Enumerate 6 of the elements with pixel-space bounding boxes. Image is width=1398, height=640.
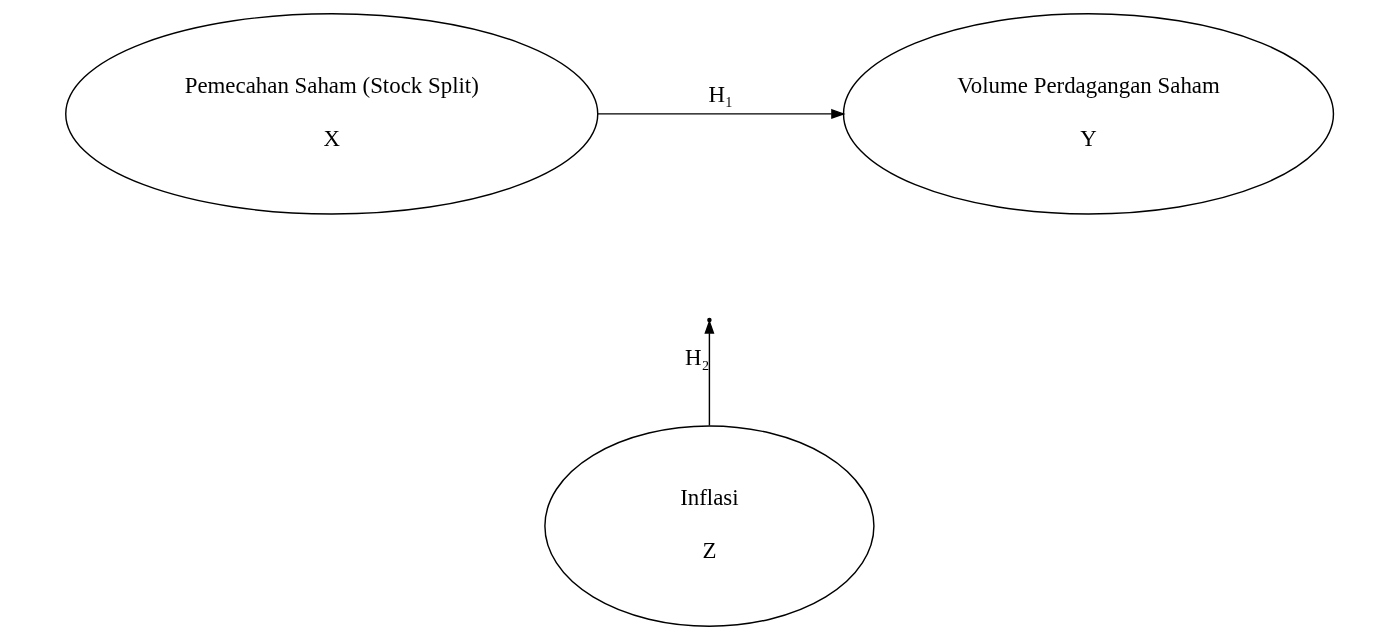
node-ellipse: Inflasi Z <box>543 425 875 627</box>
node-ellipse: Pemecahan Saham (Stock Split) X <box>64 13 598 215</box>
arrow <box>596 108 846 119</box>
edge-label: H₁ <box>707 82 733 108</box>
node-ellipse: Volume Perdagangan Saham Y <box>842 13 1334 215</box>
edge-label: H₂ <box>684 344 709 370</box>
